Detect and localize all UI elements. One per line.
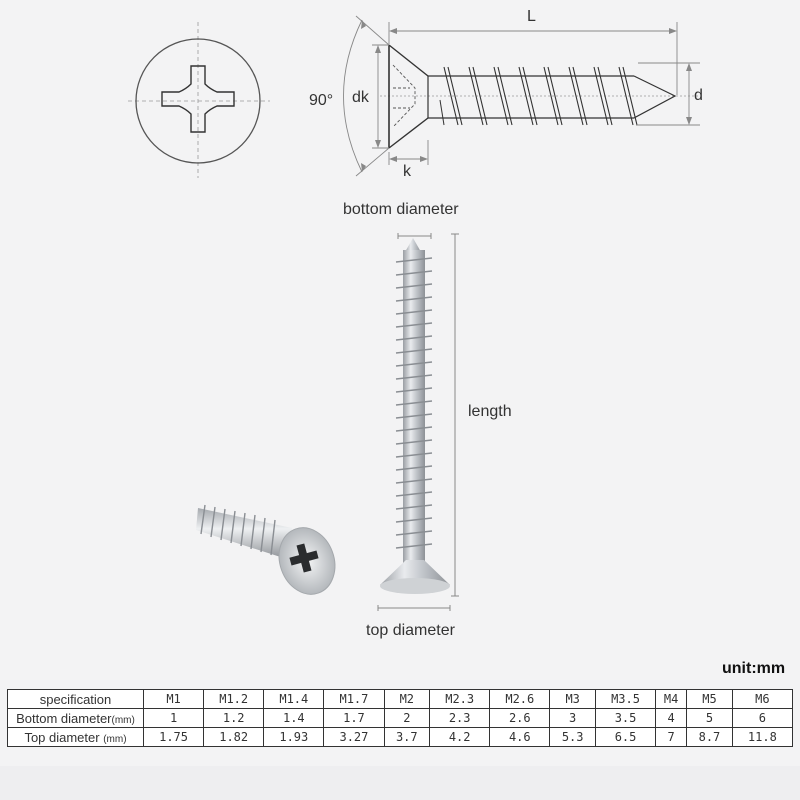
top-cell: 5.3 xyxy=(549,727,596,747)
bottom-cell: 5 xyxy=(686,708,733,728)
row-header-specification: specification xyxy=(7,689,144,709)
head-top-view xyxy=(128,22,270,178)
angle-label: 90° xyxy=(309,92,334,109)
row-header-text: Top diameter xyxy=(24,729,100,745)
top-cell: 6.5 xyxy=(594,727,657,747)
bottom-cell: 1.7 xyxy=(323,708,385,728)
spec-cell: M5 xyxy=(686,689,733,709)
spec-cell: M1.4 xyxy=(263,689,325,709)
bottom-cell: 2 xyxy=(383,708,431,728)
length-label: length xyxy=(468,403,512,420)
unit-suffix: (mm) xyxy=(111,714,135,726)
top-cell: 3.7 xyxy=(383,727,431,747)
thread-diameter-label: d xyxy=(694,87,703,104)
spec-cell: M1 xyxy=(142,689,205,709)
specification-table: specification M1 M1.2 M1.4 M1.7 M2 M2.3 … xyxy=(7,689,794,747)
standing-screw-photo xyxy=(377,233,459,611)
spec-cell: M1.2 xyxy=(203,689,265,709)
spec-cell: M4 xyxy=(655,689,688,709)
bottom-cell: 6 xyxy=(731,708,794,728)
head-diameter-label: dk xyxy=(352,89,369,106)
row-header-bottom-diameter: Bottom diameter(mm) xyxy=(7,708,144,728)
unit-suffix: (mm) xyxy=(103,733,127,745)
table-row-bottom-diameter: Bottom diameter(mm) 1 1.2 1.4 1.7 2 2.3 … xyxy=(7,708,794,728)
unit-label: unit:mm xyxy=(722,660,786,677)
top-cell: 4.2 xyxy=(429,727,491,747)
bottom-cell: 3 xyxy=(549,708,596,728)
bottom-cell: 2.3 xyxy=(429,708,491,728)
bottom-cell: 1.2 xyxy=(203,708,265,728)
top-cell: 3.27 xyxy=(323,727,385,747)
spec-cell: M6 xyxy=(731,689,794,709)
top-cell: 8.7 xyxy=(686,727,733,747)
screw-illustration xyxy=(128,15,700,611)
top-cell: 1.82 xyxy=(203,727,265,747)
spec-cell: M2.6 xyxy=(489,689,551,709)
bottom-cell: 2.6 xyxy=(489,708,551,728)
top-diameter-label: top diameter xyxy=(366,622,455,639)
spec-cell: M3 xyxy=(549,689,596,709)
lying-screw-photo xyxy=(196,504,336,595)
bottom-cell: 1 xyxy=(142,708,205,728)
spec-cell: M3.5 xyxy=(594,689,657,709)
bottom-cell: 4 xyxy=(655,708,688,728)
side-view-drawing xyxy=(380,44,700,149)
row-header-text: Bottom diameter xyxy=(16,710,112,726)
spec-cell: M2.3 xyxy=(429,689,491,709)
length-label-L: L xyxy=(527,8,536,25)
bottom-background-strip xyxy=(0,766,800,800)
top-cell: 4.6 xyxy=(489,727,551,747)
top-cell: 11.8 xyxy=(731,727,794,747)
top-cell: 7 xyxy=(655,727,688,747)
spec-cell: M1.7 xyxy=(323,689,385,709)
bottom-cell: 3.5 xyxy=(594,708,657,728)
row-header-top-diameter: Top diameter (mm) xyxy=(7,727,144,747)
table-row-top-diameter: Top diameter (mm) 1.75 1.82 1.93 3.27 3.… xyxy=(7,727,794,747)
bottom-diameter-label: bottom diameter xyxy=(343,201,459,218)
top-cell: 1.75 xyxy=(142,727,205,747)
bottom-cell: 1.4 xyxy=(263,708,325,728)
top-cell: 1.93 xyxy=(263,727,325,747)
dimension-lines xyxy=(343,15,700,177)
head-height-label: k xyxy=(403,163,411,180)
spec-cell: M2 xyxy=(383,689,431,709)
table-row-specification: specification M1 M1.2 M1.4 M1.7 M2 M2.3 … xyxy=(7,689,794,709)
